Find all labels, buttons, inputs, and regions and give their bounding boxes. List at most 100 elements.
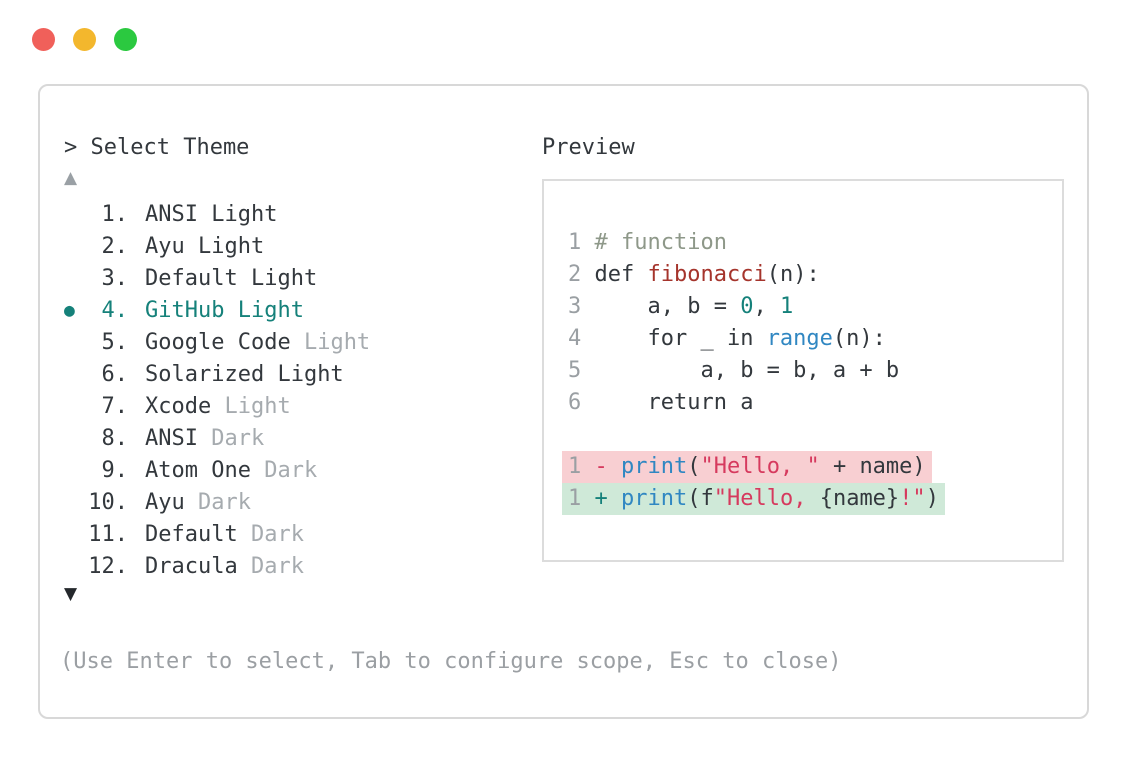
theme-option-google-code-light[interactable]: 5. Google Code Light xyxy=(64,326,371,358)
theme-option-number: 12. xyxy=(88,553,128,579)
token-text: {name} xyxy=(819,486,900,511)
token-comment: # function xyxy=(594,230,727,255)
code-line: 1 # function xyxy=(568,227,1052,259)
line-number: 1 xyxy=(568,230,595,255)
line-number: 2 xyxy=(568,262,595,287)
theme-option-number: 9. xyxy=(101,457,129,483)
code-line: 5 a, b = b, a + b xyxy=(568,355,1052,387)
theme-option-number: 10. xyxy=(88,489,128,515)
token-text: a, b = xyxy=(594,294,741,319)
window-controls xyxy=(32,28,137,51)
code-line: 4 for _ in range(n): xyxy=(568,323,1052,355)
theme-option-variant: Light xyxy=(277,361,344,387)
diff-added-highlight: 1 + print(f"Hello, {name}!") xyxy=(562,483,945,515)
theme-option-default-dark[interactable]: 11. Default Dark xyxy=(64,518,370,550)
line-number: 4 xyxy=(568,326,595,351)
theme-option-variant: Dark xyxy=(211,425,265,451)
token-string-crimson: "Hello, " xyxy=(700,454,820,479)
theme-option-name: Solarized xyxy=(145,361,278,387)
theme-option-number: 1. xyxy=(101,201,129,227)
theme-option-variant: Dark xyxy=(264,457,318,483)
keyboard-hints: (Use Enter to select, Tab to configure s… xyxy=(60,649,842,674)
theme-option-ansi-dark[interactable]: 8. ANSI Dark xyxy=(64,422,370,454)
theme-option-name: Google Code xyxy=(145,329,304,355)
token-text: ( xyxy=(687,454,701,479)
preview-label: Preview xyxy=(542,135,635,160)
theme-option-name: Atom One xyxy=(145,457,265,483)
theme-option-ayu-light[interactable]: 2. Ayu Light xyxy=(64,230,370,262)
theme-option-dracula-dark[interactable]: 12. Dracula Dark xyxy=(64,550,370,582)
close-window-icon[interactable] xyxy=(32,28,55,51)
theme-option-name: Ayu xyxy=(145,233,198,259)
theme-option-atom-one-dark[interactable]: 9. Atom One Dark xyxy=(64,454,370,486)
zoom-window-icon[interactable] xyxy=(114,28,137,51)
scroll-down-icon[interactable]: ▼ xyxy=(64,584,78,604)
blank-line xyxy=(568,419,1052,451)
selector-prompt-title: > Select Theme xyxy=(64,135,250,160)
token-function-name: fibonacci xyxy=(647,262,767,287)
token-builtin-blue: print xyxy=(621,486,688,511)
theme-option-variant: Dark xyxy=(250,521,304,547)
code-line: 6 return a xyxy=(568,387,1052,419)
line-number: 6 xyxy=(568,390,595,415)
token-accent-teal: + xyxy=(594,486,621,511)
theme-option-variant: Light xyxy=(250,265,318,291)
theme-option-name: Xcode xyxy=(145,393,225,419)
theme-option-ansi-light[interactable]: 1.ANSI Light xyxy=(64,198,370,230)
selected-bullet-icon: ● xyxy=(64,299,75,321)
theme-option-variant: Light xyxy=(211,201,278,227)
line-number: 5 xyxy=(568,358,595,383)
token-builtin-blue: range xyxy=(766,326,833,351)
token-text: , xyxy=(753,294,780,319)
token-text: return a xyxy=(594,390,754,415)
theme-option-solarized-light[interactable]: 6. Solarized Light xyxy=(64,358,370,390)
token-text: ) xyxy=(925,486,939,511)
line-number: 1 xyxy=(568,454,595,479)
theme-option-name: ANSI xyxy=(145,425,212,451)
theme-option-name: Dracula xyxy=(145,553,251,579)
token-string-crimson: - xyxy=(594,454,621,479)
minimize-window-icon[interactable] xyxy=(73,28,96,51)
theme-option-variant: Light xyxy=(303,329,371,355)
theme-option-number: 2. xyxy=(101,233,129,259)
token-text: (n): xyxy=(766,262,820,287)
theme-option-variant: Dark xyxy=(197,489,251,515)
theme-option-name: Default xyxy=(145,521,251,547)
theme-option-variant: Light xyxy=(197,233,265,259)
theme-option-number: 7. xyxy=(101,393,129,419)
token-string-crimson: "Hello, xyxy=(713,486,820,511)
theme-option-number: 5. xyxy=(101,329,129,355)
theme-option-number: 11. xyxy=(88,521,128,547)
token-accent-teal: 0 xyxy=(740,294,754,319)
theme-option-name: GitHub xyxy=(145,297,238,323)
line-number: 3 xyxy=(568,294,595,319)
diff-removed-line: 1 - print("Hello, " + name) xyxy=(562,451,1052,483)
token-text: def xyxy=(594,262,648,287)
theme-option-number: 8. xyxy=(101,425,129,451)
token-string-crimson: !" xyxy=(899,486,926,511)
token-builtin-blue: print xyxy=(621,454,688,479)
theme-option-variant: Dark xyxy=(250,553,304,579)
theme-option-name: Ayu xyxy=(145,489,198,515)
theme-option-default-light[interactable]: 3.Default Light xyxy=(64,262,370,294)
diff-added-line: 1 + print(f"Hello, {name}!") xyxy=(562,483,1052,515)
theme-option-github-light[interactable]: ●4.GitHub Light xyxy=(64,294,370,326)
theme-option-xcode-light[interactable]: 7.Xcode Light xyxy=(64,390,370,422)
theme-option-number: 3. xyxy=(101,265,129,291)
token-accent-teal: 1 xyxy=(779,294,794,319)
theme-option-ayu-dark[interactable]: 10. Ayu Dark xyxy=(64,486,370,518)
line-number: 1 xyxy=(568,486,595,511)
token-text: (f xyxy=(687,486,714,511)
theme-option-number: 4. xyxy=(101,297,129,323)
theme-option-number: 6. xyxy=(101,361,129,387)
token-text: a, b = b, a + b xyxy=(594,358,900,383)
scroll-up-icon[interactable]: ▲ xyxy=(64,168,78,188)
code-line: 2 def fibonacci(n): xyxy=(568,259,1052,291)
token-text: + name) xyxy=(819,454,926,479)
token-text: (n): xyxy=(832,326,886,351)
token-text: for _ in xyxy=(594,326,767,351)
